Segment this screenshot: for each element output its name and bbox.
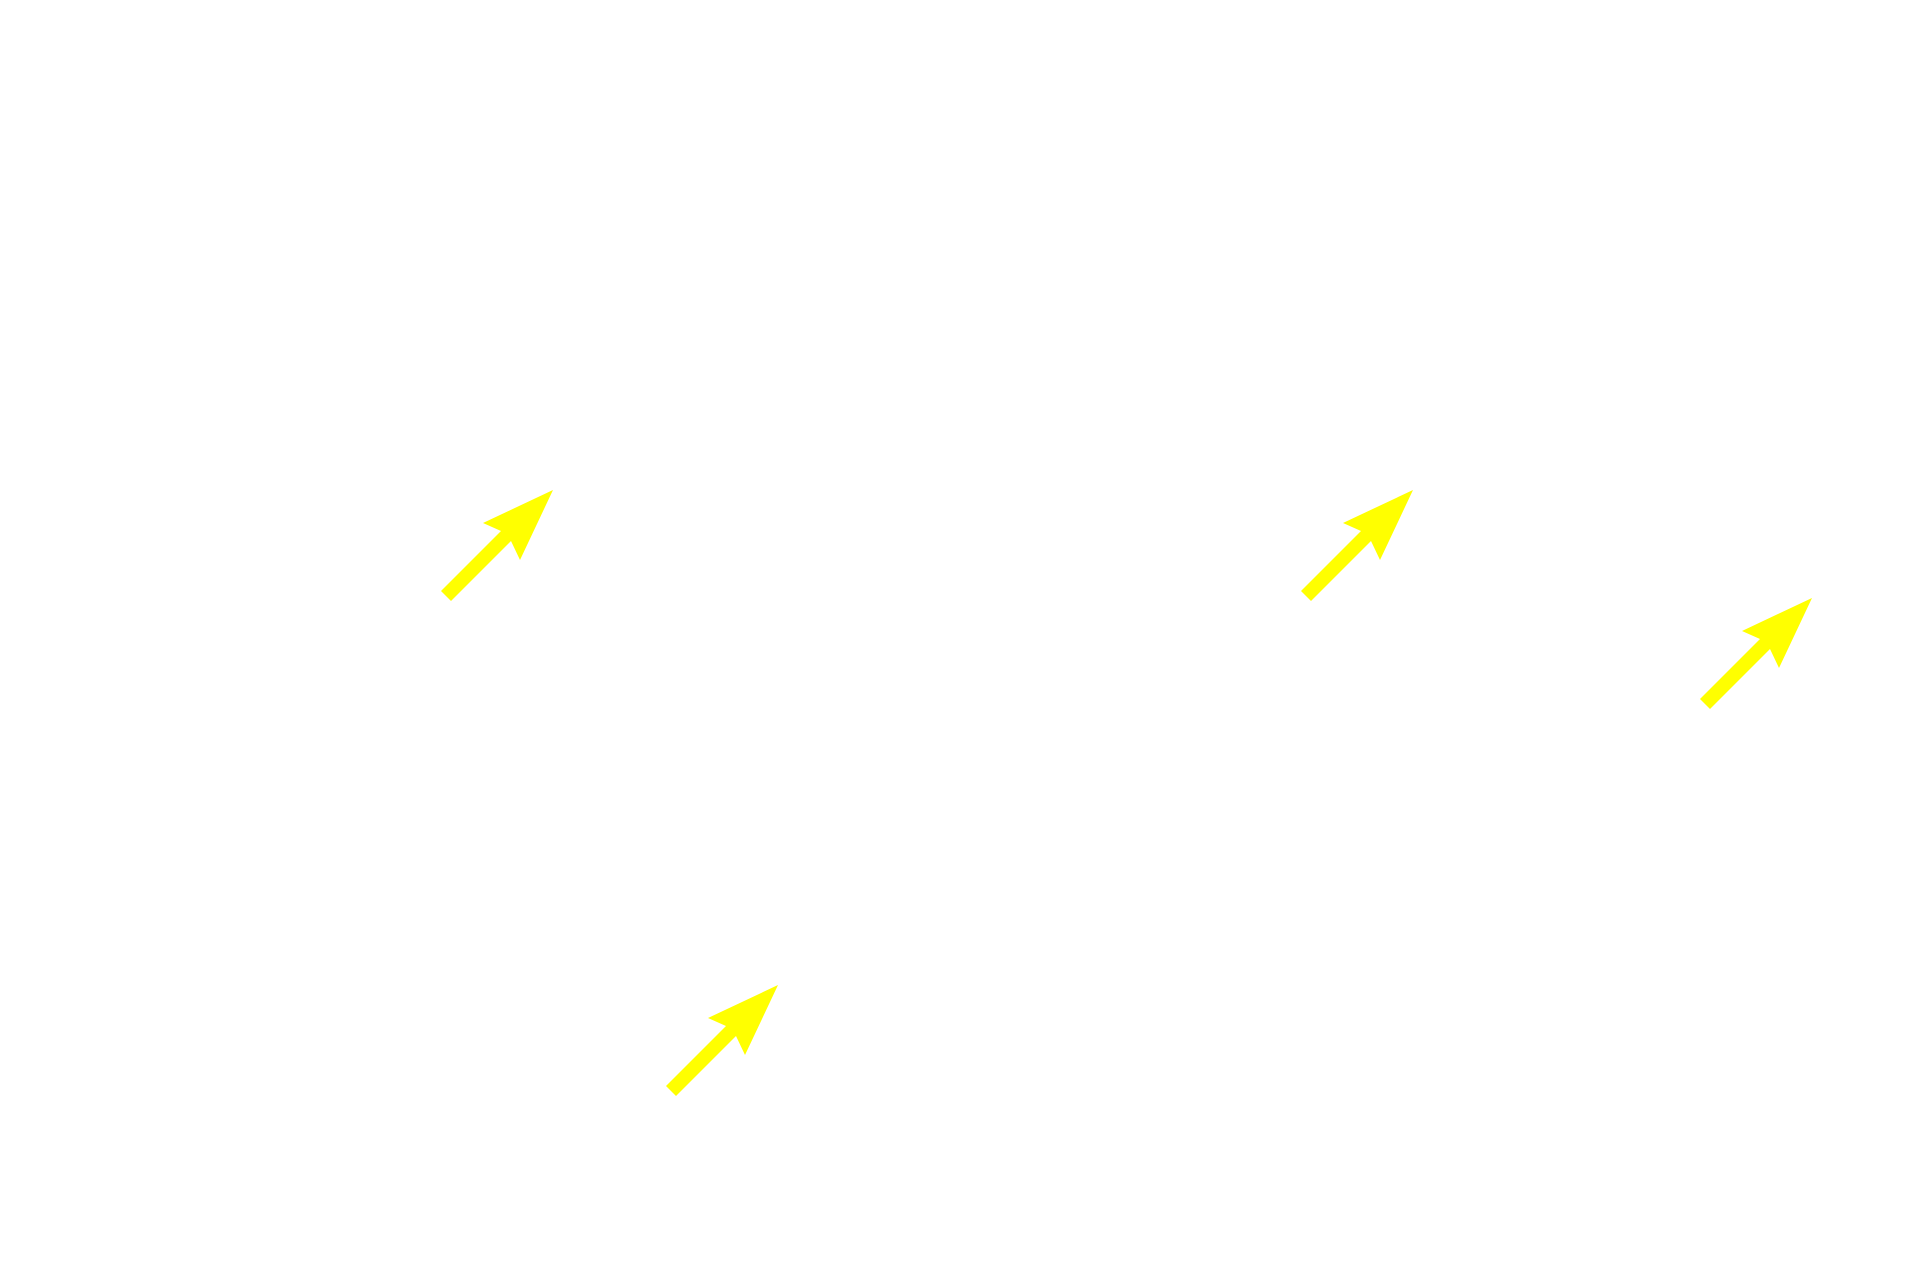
arrow-up-right-icon bbox=[441, 490, 553, 601]
arrow-up-right-icon bbox=[666, 985, 778, 1096]
arrow-shape bbox=[666, 985, 778, 1096]
arrow-shape bbox=[1700, 598, 1812, 709]
arrow-up-right-icon bbox=[1700, 598, 1812, 709]
arrow-up-right-icon bbox=[1301, 490, 1413, 601]
arrow-shape bbox=[1301, 490, 1413, 601]
arrow-shape bbox=[441, 490, 553, 601]
